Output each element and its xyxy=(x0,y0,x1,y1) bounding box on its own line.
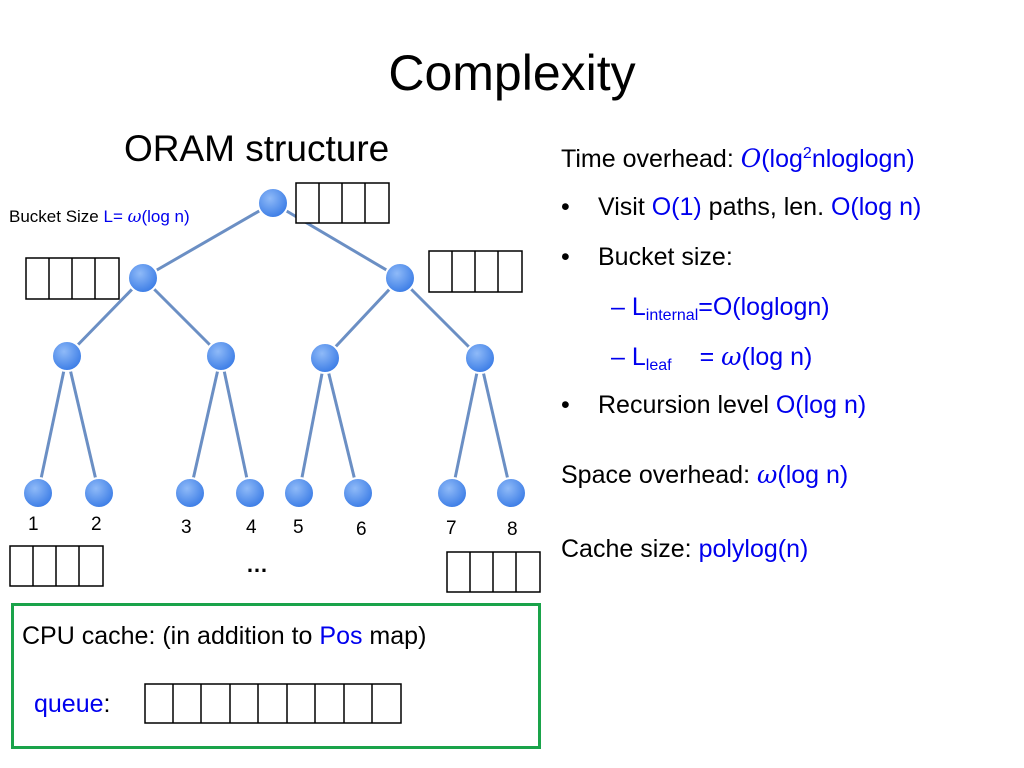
tree-edge xyxy=(219,355,252,494)
leaf-label: 6 xyxy=(356,519,367,540)
internal-L: L xyxy=(631,293,646,321)
bucket-left xyxy=(25,257,120,300)
internal-formula: =O(loglogn) xyxy=(698,293,830,321)
leaf-label: 5 xyxy=(293,517,304,538)
tree-edge xyxy=(188,355,223,494)
tree-node xyxy=(464,342,496,374)
cpu-cache-box xyxy=(11,603,541,749)
omega-symbol: ω xyxy=(721,342,742,371)
tree-edge xyxy=(65,355,101,494)
bucket-size-formula-start: L= xyxy=(103,207,128,226)
leaf-label: 2 xyxy=(91,514,102,535)
tree-leaf-node xyxy=(495,477,527,509)
visit-value-a: O(1) xyxy=(651,193,702,221)
tree-edge xyxy=(478,357,513,494)
tree-edge xyxy=(142,201,274,280)
tree-node xyxy=(51,340,83,372)
tree-edge xyxy=(398,276,482,360)
tree-edge xyxy=(323,276,402,360)
tree-leaf-node xyxy=(342,477,374,509)
leaf-label: 1 xyxy=(28,514,39,535)
bullet-recursion: Recursion level O(log n) xyxy=(598,391,866,420)
cpu-cache-line: CPU cache: (in addition to Pos map) xyxy=(22,622,426,651)
tree-edge xyxy=(272,201,401,280)
recursion-text: Recursion level xyxy=(598,391,776,419)
bucket-leaf-first xyxy=(9,545,104,587)
dash-icon: – xyxy=(611,293,625,321)
tree-node-root xyxy=(257,187,289,219)
tree-edge xyxy=(36,355,69,494)
cache-size-label: Cache size: xyxy=(561,535,699,563)
tree-node xyxy=(309,342,341,374)
tree-edge xyxy=(323,357,360,494)
omega-symbol: ω xyxy=(127,207,142,227)
time-formula-a: (log xyxy=(761,145,803,173)
cache-size-value: polylog(n) xyxy=(698,535,809,563)
time-overhead-line: Time overhead: O(log2nloglogn) xyxy=(561,144,915,174)
leaf-label: 8 xyxy=(507,519,518,540)
bullet-icon: • xyxy=(561,391,570,419)
leaf-label: 7 xyxy=(446,518,457,539)
bucket-size-prefix: Bucket Size xyxy=(9,207,104,226)
space-overhead-formula: (log n) xyxy=(777,461,849,489)
tree-edge xyxy=(141,276,223,358)
bucket-size-formula-end: (log n) xyxy=(141,207,190,226)
bucket-right xyxy=(428,250,523,293)
bucket-leaf-last xyxy=(446,551,541,593)
tree-leaf-node xyxy=(283,477,315,509)
cache-size-line: Cache size: polylog(n) xyxy=(561,535,808,564)
internal-sub: internal xyxy=(645,307,699,324)
visit-value-b: O(log n) xyxy=(830,193,922,221)
diagram-subtitle: ORAM structure xyxy=(124,128,390,169)
recursion-value: O(log n) xyxy=(775,391,867,419)
queue-colon: : xyxy=(103,690,111,718)
leaf-label: 4 xyxy=(246,517,257,538)
dash-icon: – xyxy=(611,343,625,371)
space-overhead-line: Space overhead: ω(log n) xyxy=(561,460,848,490)
leaf-label: 3 xyxy=(181,517,192,538)
tree-leaf-node xyxy=(436,477,468,509)
tree-edge xyxy=(65,276,145,358)
bucket-root xyxy=(295,182,390,224)
tree-edges xyxy=(36,201,513,494)
cpu-cache-text-b: map) xyxy=(362,622,427,650)
time-formula-b: nloglogn) xyxy=(811,145,915,173)
leaf-sub: leaf xyxy=(645,357,672,374)
tree-edge xyxy=(297,357,327,494)
time-formula-sup: 2 xyxy=(802,145,812,162)
tree-edge xyxy=(450,357,482,494)
tree-leaf-node xyxy=(174,477,206,509)
tree-node xyxy=(205,340,237,372)
tree-nodes xyxy=(22,187,527,509)
sub-bullet-leaf: – Lleaf = ω(log n) xyxy=(611,342,813,374)
bullet-visit: Visit O(1) paths, len. O(log n) xyxy=(598,193,921,222)
queue-cells xyxy=(144,683,402,724)
leaf-eq: = xyxy=(699,343,722,371)
tree-leaf-node xyxy=(22,477,54,509)
bullet-icon: • xyxy=(561,193,570,221)
slide-title: Complexity xyxy=(388,45,636,101)
sub-bullet-internal: – Linternal=O(loglogn) xyxy=(611,293,830,324)
ellipsis: … xyxy=(246,552,268,577)
tree-leaf-node xyxy=(83,477,115,509)
cpu-cache-text-a: CPU cache: (in addition to xyxy=(22,622,320,650)
bullet-bucket-size: Bucket size: xyxy=(598,243,733,271)
tree-leaf-node xyxy=(234,477,266,509)
tree-node xyxy=(384,262,416,294)
omega-symbol: ω xyxy=(756,460,778,489)
leaf-L: L xyxy=(631,343,646,371)
space-overhead-label: Space overhead: xyxy=(561,461,757,489)
leaf-formula: (log n) xyxy=(741,343,813,371)
time-overhead-label: Time overhead: xyxy=(561,145,741,173)
big-o-symbol: O xyxy=(740,144,762,173)
pos-map-label: Pos xyxy=(319,622,363,650)
queue-label: queue: xyxy=(34,690,110,719)
queue-word: queue xyxy=(34,690,104,718)
tree-node xyxy=(127,262,159,294)
visit-text-b: paths, len. xyxy=(701,193,831,221)
visit-text-a: Visit xyxy=(598,193,652,221)
oram-tree-diagram xyxy=(9,182,541,593)
bullet-icon: • xyxy=(561,243,570,271)
bucket-size-label: Bucket Size L= ω(log n) xyxy=(9,207,190,227)
